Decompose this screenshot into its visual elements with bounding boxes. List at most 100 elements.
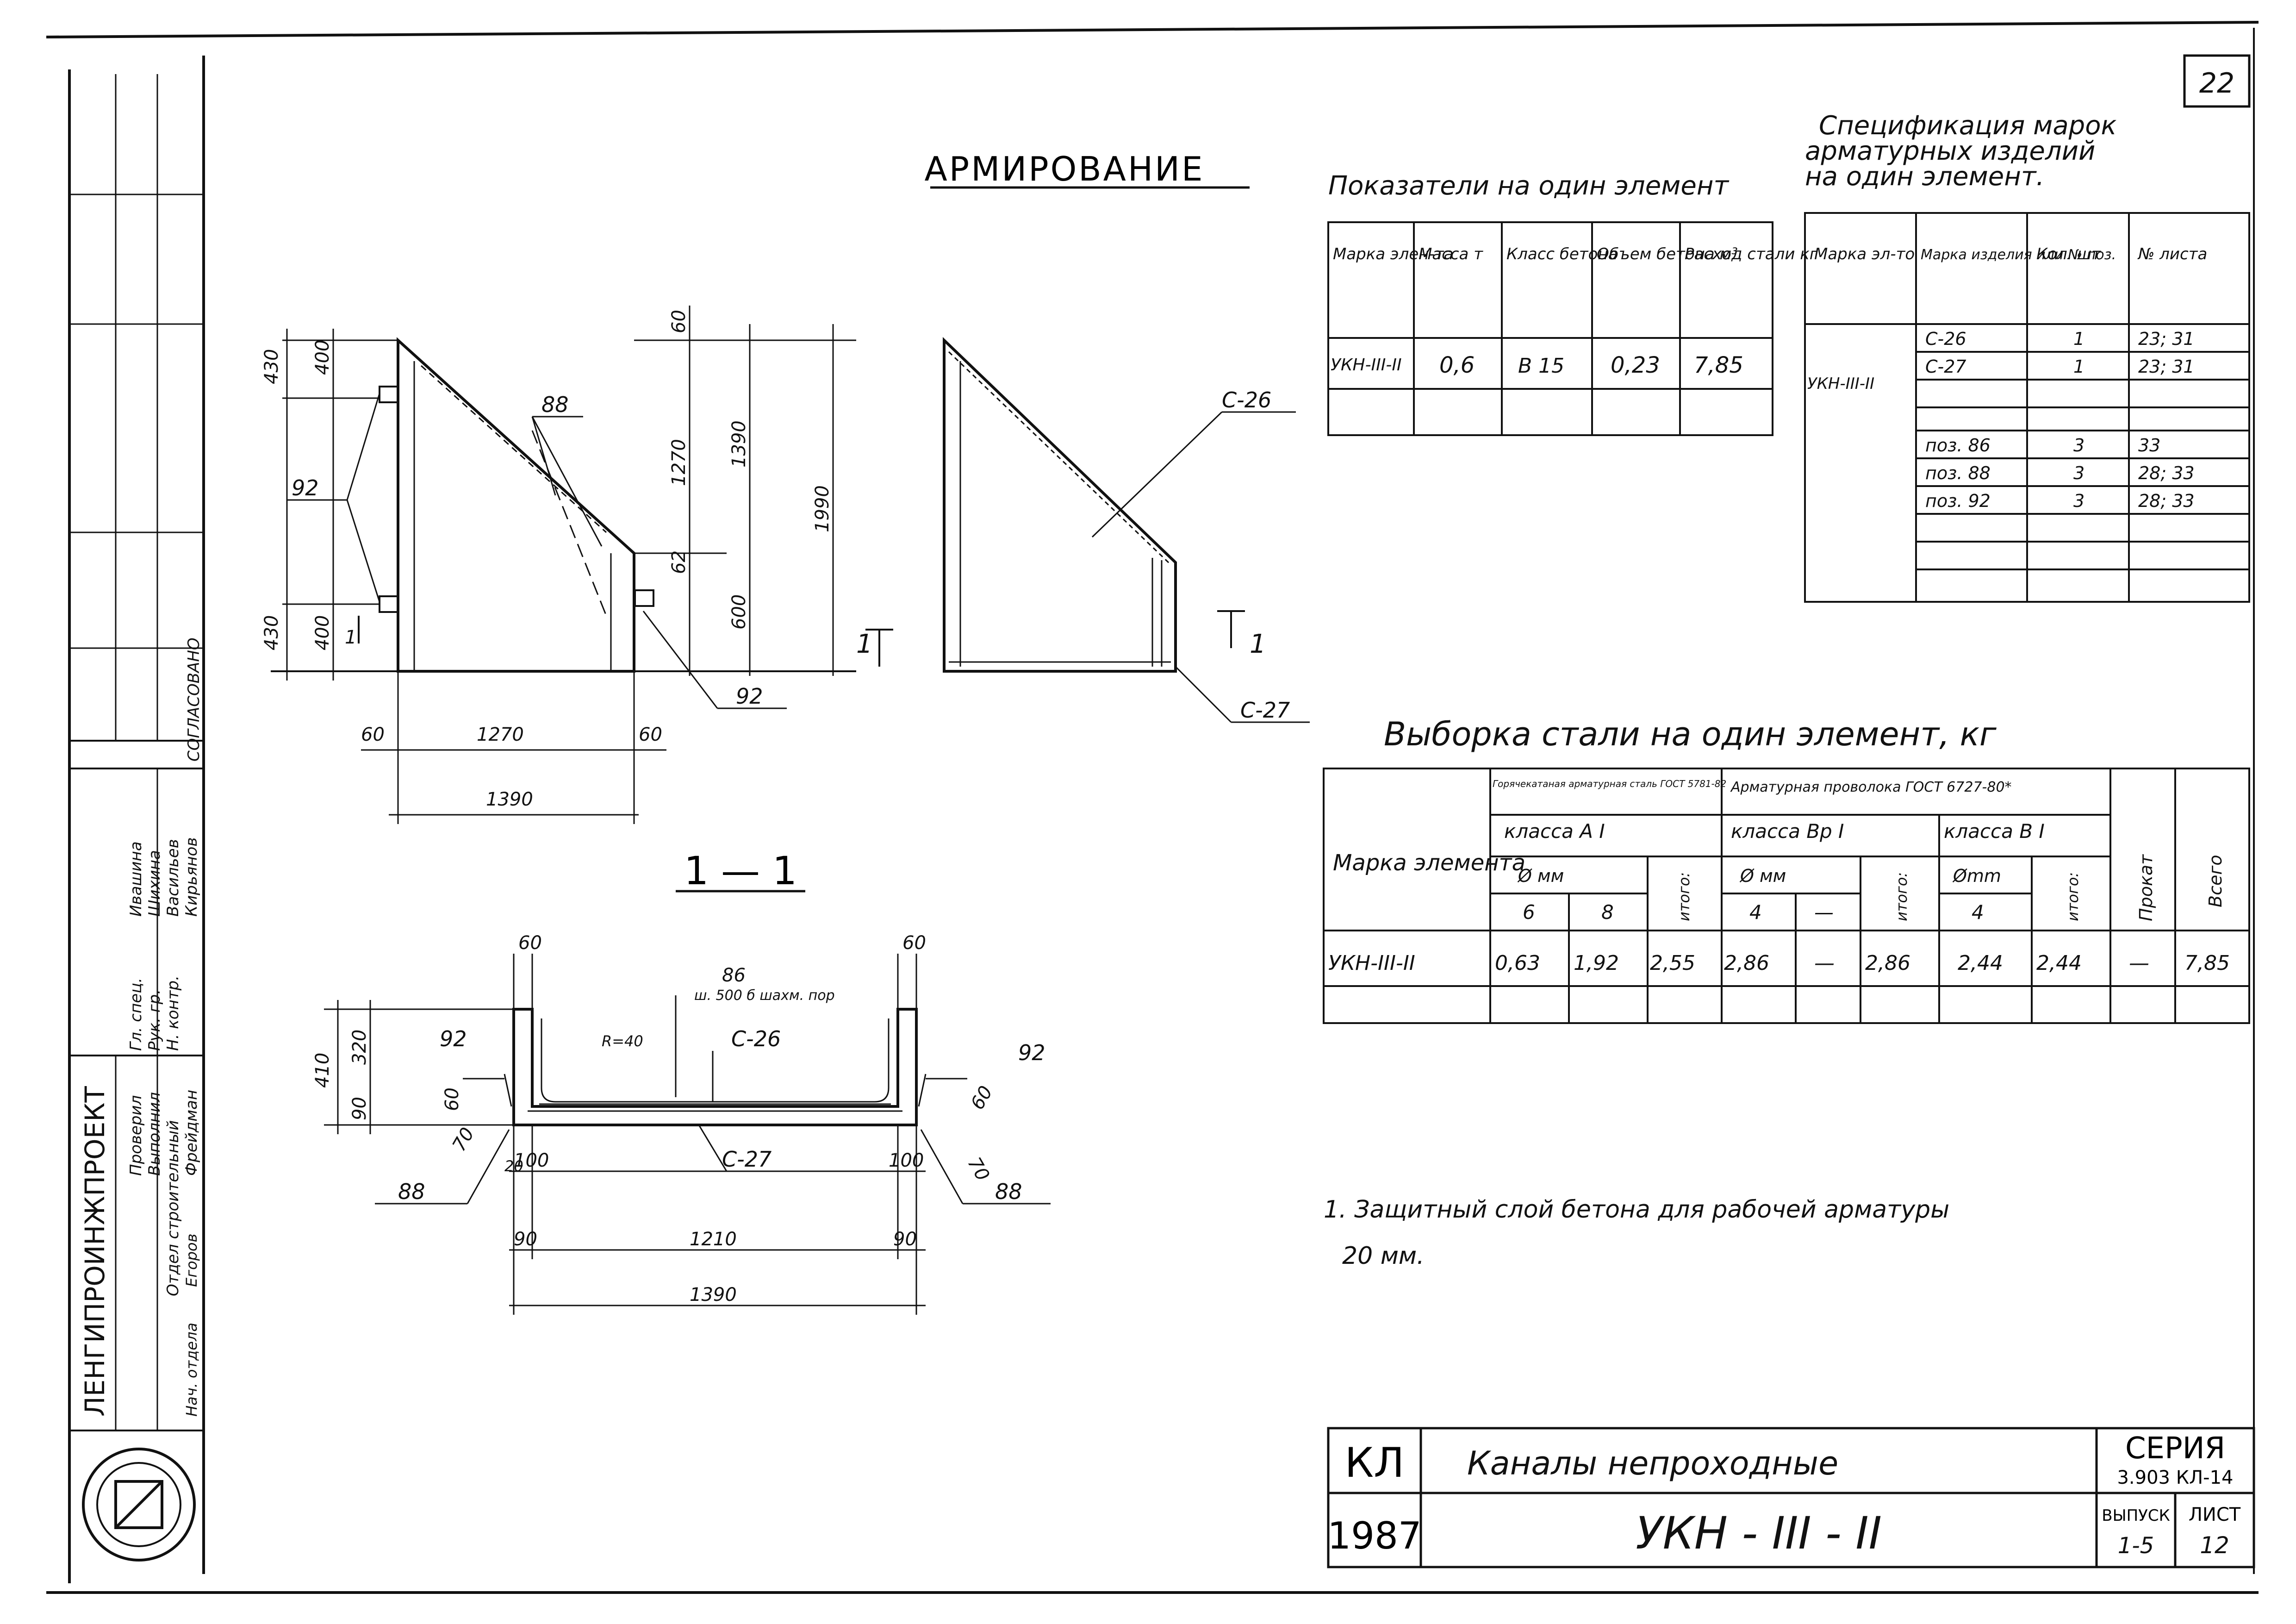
table-cell: 0,23 (1611, 352, 1660, 378)
cut-label: 1 (1250, 629, 1266, 659)
table-cell: УКН-III-II (1328, 951, 1415, 975)
dim-label: 100 (514, 1150, 549, 1171)
table-cell: УКН-III-II (1331, 356, 1402, 375)
table-cell: поз. 86 (1925, 435, 1991, 456)
vsego-header: Всего (2205, 855, 2226, 907)
dim-label: 430 (261, 349, 282, 384)
section-title-text: 1 — 1 (684, 848, 797, 893)
table-cell: 7,85 (2184, 951, 2230, 975)
org-logo (82, 1448, 196, 1562)
position-label: 92 (1018, 1040, 1045, 1065)
stamp-name-2: Кирьянов (182, 837, 201, 917)
col-header: Марка эл-то (1814, 245, 1915, 263)
stamp-org: ЛЕНГИПРОИНЖПРОЕКТ (79, 1086, 111, 1417)
col-header: Кол. шт (2036, 245, 2101, 263)
spec-caption-3: на один элемент. (1805, 162, 2044, 192)
table-cell: 1,92 (1574, 951, 1619, 975)
cut-label: 1 (856, 629, 873, 659)
title-code: КЛ (1345, 1439, 1405, 1487)
table-cell: 2,86 (1865, 951, 1910, 975)
series-label: СЕРИЯ (2125, 1431, 2225, 1466)
table-cell: 2,55 (1650, 951, 1695, 975)
position-label: 88 (398, 1179, 425, 1204)
itogo-header: итого: (1893, 872, 1910, 921)
table-cell: 23; 31 (2138, 356, 2195, 377)
stamp-name-1: Васильев (164, 839, 182, 917)
col-header: Расход стали кг (1685, 245, 1818, 263)
elevation-view (271, 306, 893, 824)
main-title: АРМИРОВАНИЕ (925, 150, 1250, 189)
stamp-role-1: Гл. спец. (127, 978, 145, 1051)
side-view-labels: С-26 С-27 1 (1222, 387, 1290, 723)
diam-header: Ø мм (1739, 866, 1786, 886)
note-line-1: 1. Защитный слой бетона для рабочей арма… (1324, 1196, 1949, 1224)
sheet-frame (46, 21, 2259, 1594)
dim-label: 60 (668, 310, 690, 333)
sheet-label: ЛИСТ (2189, 1504, 2241, 1525)
itogo-header: итого: (1675, 872, 1693, 921)
diam-value: 6 (1523, 901, 1535, 924)
col-header: № листа (2137, 245, 2207, 263)
table-cell: поз. 88 (1925, 463, 1991, 483)
group-header: Горячекатаная арматурная сталь ГОСТ 5781… (1493, 778, 1726, 789)
left-stamp: СОГЛАСОВАНО ЛЕНГИПРОИНЖПРОЕКТ Гл. спец. … (69, 74, 204, 1562)
stamp-dept: Отдел строительный (164, 1120, 182, 1296)
dim-label: 60 (442, 1087, 463, 1111)
position-label: 92 (440, 1026, 467, 1051)
section-labels: 60 60 86 ш. 500 б шахм. пор С-26 R=40 41… (312, 932, 1045, 1305)
itogo-header: итого: (2064, 872, 2082, 921)
diam-value: 8 (1601, 901, 1614, 924)
table-cell: В 15 (1518, 354, 1564, 378)
series-value: 3.903 КЛ-14 (2117, 1467, 2233, 1488)
title-block: КЛ 1987 Каналы непроходные УКН - III - I… (1327, 1427, 2255, 1568)
table-cell: — (1814, 951, 1835, 975)
issue-value: 1-5 (2118, 1533, 2154, 1559)
diam-value: — (1814, 901, 1834, 924)
stamp-chief: Нач. отдела (183, 1323, 200, 1417)
table-cell: 33 (2138, 435, 2160, 456)
dim-label: 1990 (812, 485, 833, 532)
dim-label: 60 (902, 932, 926, 954)
dim-label: 60 (361, 724, 385, 745)
prokat-header: Прокат (2136, 854, 2156, 921)
mark-label: С-26 (1222, 387, 1271, 412)
mark-header: Марка элемента (1333, 850, 1525, 876)
mark-label: С-27 (1240, 698, 1290, 723)
sheet-value: 12 (2200, 1532, 2229, 1559)
mark-label: С-27 (722, 1147, 772, 1172)
side-view (943, 337, 1310, 723)
cut-label: 1 (345, 627, 356, 648)
note-line-2: 20 мм. (1342, 1242, 1425, 1270)
position-label: 92 (292, 475, 319, 500)
stamp-role-4: Проверил (127, 1095, 145, 1176)
group-header: Арматурная проволока ГОСТ 6727-80* (1730, 779, 2012, 795)
mark-label: С-26 (731, 1026, 781, 1051)
stamp-role-2: Рук. гр. (145, 989, 164, 1051)
spec-caption-1: Спецификация марок (1819, 111, 2116, 141)
dim-label: 1390 (690, 1284, 737, 1305)
diam-value: 4 (1972, 901, 1984, 924)
dim-label: R=40 (602, 1032, 643, 1050)
issue-label: ВЫПУСК (2102, 1506, 2170, 1525)
stamp-chief-name: Егоров (183, 1234, 200, 1287)
dim-label: 430 (261, 615, 282, 650)
class-header: класса Вр I (1731, 820, 1844, 843)
specification-table: Спецификация марок арматурных изделий на… (1804, 111, 2250, 603)
table-cell: 0,63 (1495, 951, 1540, 975)
dim-label: 90 (514, 1229, 537, 1250)
sheet-number-box: 22 (2183, 54, 2251, 108)
note: 1. Защитный слой бетона для рабочей арма… (1324, 1196, 1949, 1270)
table-cell: С-27 (1925, 356, 1966, 377)
stamp-name-3: Ивашина (127, 841, 145, 917)
table-cell: поз. 92 (1925, 491, 1991, 511)
title-year: 1987 (1327, 1514, 1422, 1557)
indicators-caption: Показатели на один элемент (1328, 171, 1729, 201)
dim-label: 62 (668, 550, 690, 574)
dim-label: 20 (504, 1157, 523, 1175)
elevation-labels: 430 400 430 400 60 1270 1390 1990 62 600… (261, 310, 873, 810)
class-header: класса А I (1504, 820, 1605, 843)
class-header: класса В I (1944, 820, 2045, 843)
diam-value: 4 (1749, 901, 1762, 924)
spec-element: УКН-III-II (1807, 375, 1874, 393)
col-header: Марка изделия или № поз. (1921, 247, 2116, 263)
